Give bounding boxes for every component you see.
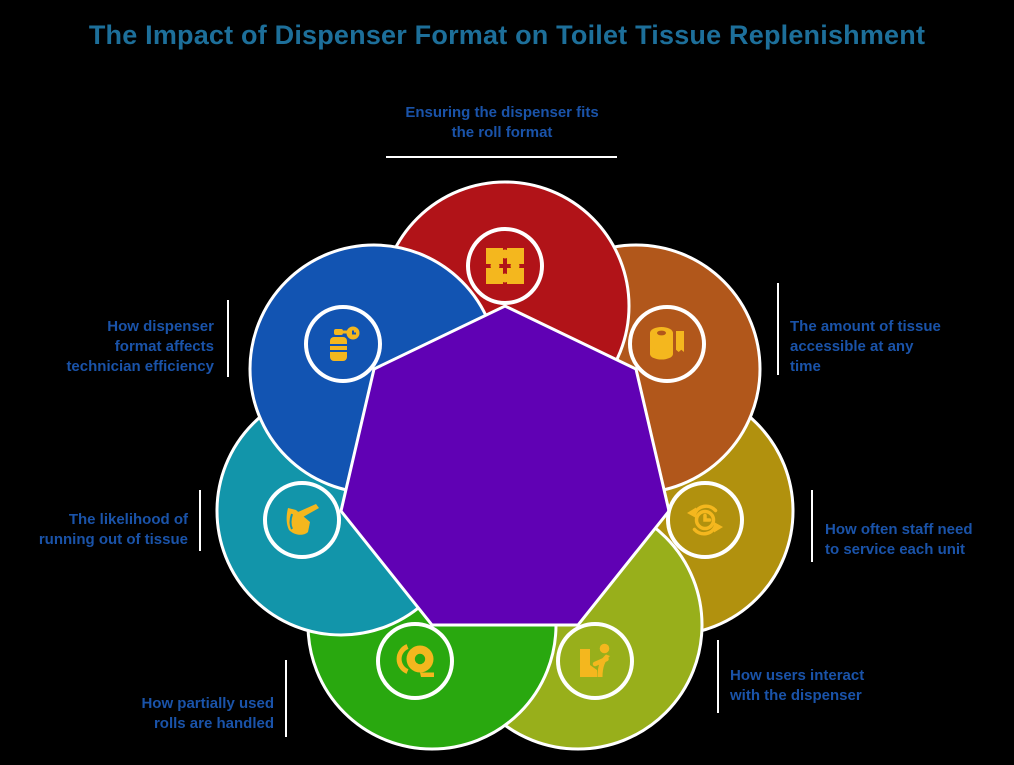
icon-ring-service-frequency <box>666 481 744 559</box>
petal-label-runout-likelihood: The likelihood of running out of tissue <box>16 510 188 550</box>
label-line: format affects <box>114 338 214 355</box>
label-line: How often staff need <box>825 521 973 538</box>
user-interaction-icon <box>580 643 610 677</box>
label-line: The likelihood of <box>68 511 188 528</box>
puzzle-icon <box>486 248 524 284</box>
label-line: running out of tissue <box>38 531 188 548</box>
icon-ring-dispenser-fit <box>466 227 544 305</box>
petal-label-user-interaction: How users interact with the dispenser <box>730 666 940 706</box>
label-line: The amount of tissue <box>790 318 941 335</box>
petal-label-partial-rolls: How partially used rolls are handled <box>68 694 274 734</box>
service-cycle-icon <box>687 504 723 536</box>
icon-ring-technician-efficiency <box>304 305 382 383</box>
technician-timer-icon <box>330 326 360 361</box>
label-line: the roll format <box>451 124 553 141</box>
petal-label-dispenser-fit: Ensuring the dispenser fits the roll for… <box>352 103 652 143</box>
toilet-roll-icon <box>650 327 684 360</box>
label-line: technician efficiency <box>66 358 214 375</box>
label-line: with the dispenser <box>730 687 862 704</box>
label-line: accessible at any <box>790 338 914 355</box>
page-title: The Impact of Dispenser Format on Toilet… <box>88 20 926 50</box>
petal-label-service-frequency: How often staff need to service each uni… <box>825 520 1014 560</box>
petal-label-tissue-amount: The amount of tissue accessible at any t… <box>790 317 990 377</box>
petal-label-technician-efficiency: How dispenser format affects technician … <box>26 317 214 377</box>
label-line: How dispenser <box>107 318 214 335</box>
center-heptagon <box>339 304 671 627</box>
partial-roll-icon <box>396 644 434 677</box>
label-line: Ensuring the dispenser fits <box>405 104 599 121</box>
label-line: to service each unit <box>825 541 966 558</box>
label-line: time <box>790 358 821 375</box>
icon-ring-partial-rolls <box>376 622 454 700</box>
icon-ring-runout-likelihood <box>263 481 341 559</box>
tissue-grab-icon <box>286 504 319 535</box>
icon-ring-user-interaction <box>556 622 634 700</box>
label-line: rolls are handled <box>153 715 274 732</box>
label-line: How partially used <box>141 695 274 712</box>
icon-ring-tissue-amount <box>628 305 706 383</box>
label-line: How users interact <box>730 667 865 684</box>
